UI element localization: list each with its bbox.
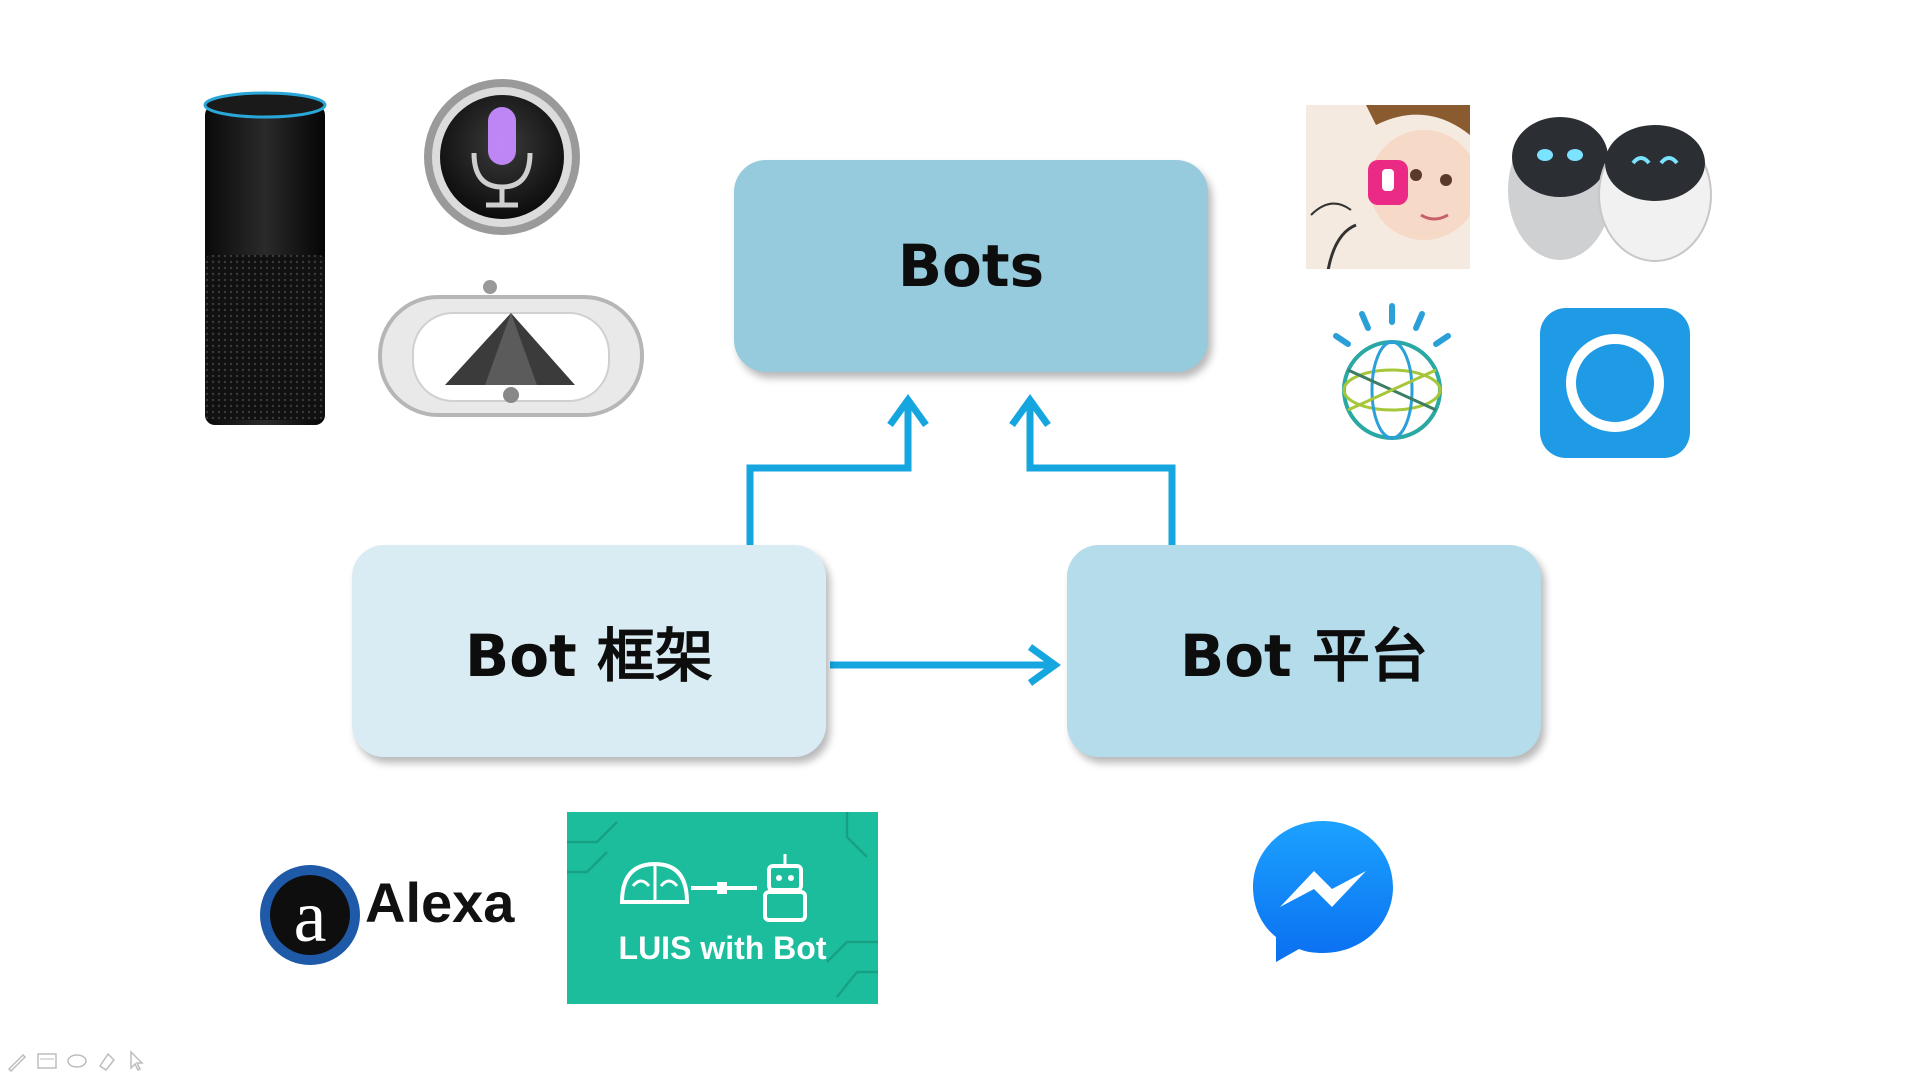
selfie-app-icon xyxy=(1306,105,1470,269)
alexa-logo-icon: a xyxy=(260,865,360,965)
circuit-pattern-icon xyxy=(567,812,878,998)
presentation-toolbar xyxy=(6,1050,148,1073)
bot-framework-box: Bot 框架 xyxy=(352,545,826,757)
slide-tool-icon[interactable] xyxy=(36,1050,58,1072)
highlighter-tool-icon[interactable] xyxy=(96,1050,118,1072)
eraser-tool-icon[interactable] xyxy=(66,1050,88,1072)
pointer-tool-icon[interactable] xyxy=(126,1050,148,1072)
hologram-device-icon xyxy=(378,280,644,417)
amazon-echo-icon xyxy=(203,91,327,425)
bot-platform-box: Bot 平台 xyxy=(1067,545,1541,757)
bot-framework-label: Bot 框架 xyxy=(465,622,713,690)
messenger-icon xyxy=(1253,821,1393,962)
bot-platform-label: Bot 平台 xyxy=(1180,622,1428,690)
bots-label: Bots xyxy=(897,232,1045,300)
svg-text:a: a xyxy=(294,876,327,958)
luis-graphic xyxy=(619,854,807,922)
pen-tool-icon[interactable] xyxy=(6,1050,28,1073)
robots-icon xyxy=(1508,117,1712,262)
siri-icon xyxy=(424,79,580,235)
alexa-wordmark: Alexa xyxy=(365,871,515,934)
arrow-platform-to-bots xyxy=(1026,400,1176,545)
luis-brain-icon xyxy=(619,861,690,904)
luis-robot-icon xyxy=(763,854,807,922)
arrow-framework-to-bots xyxy=(746,400,912,545)
ibm-watson-icon xyxy=(1333,303,1451,440)
luis-with-bot-panel: LUIS with Bot xyxy=(567,812,878,1004)
bots-box: Bots xyxy=(734,160,1208,372)
luis-with-bot-label: LUIS with Bot xyxy=(618,930,827,966)
cortana-icon xyxy=(1540,308,1690,458)
